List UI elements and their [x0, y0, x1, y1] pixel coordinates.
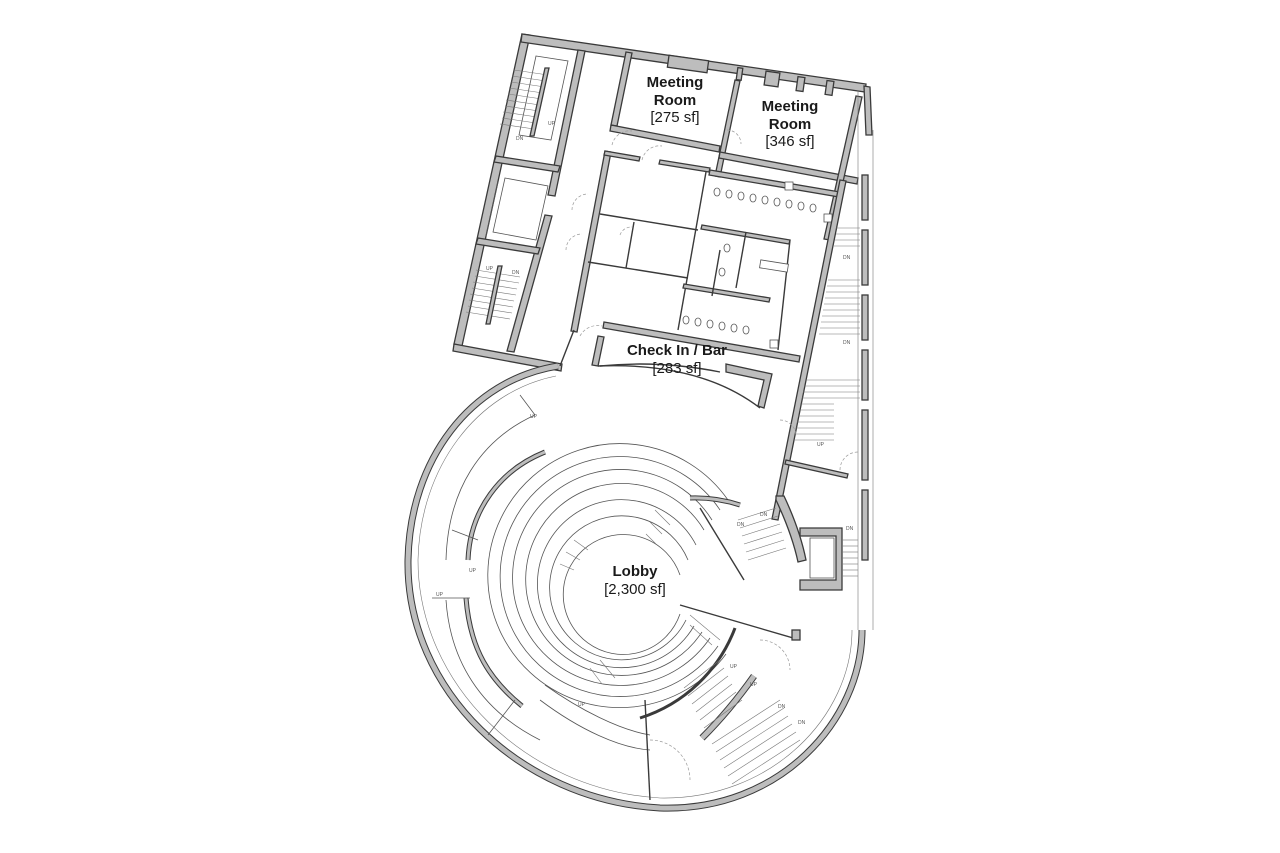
- east-stair-upper: [819, 227, 860, 335]
- stair-tag-up: UP: [578, 702, 585, 708]
- amphitheater-steps: [487, 443, 801, 720]
- meeting-rooms-walls: [609, 51, 863, 241]
- east-stair-mid: [794, 379, 860, 441]
- room-label-meeting-room-2: Meeting Room [346 sf]: [761, 98, 819, 151]
- room-label-meeting-room-1: Meeting Room [275 sf]: [646, 74, 704, 127]
- stair-tag-dn: DN: [737, 522, 745, 528]
- stair-tag-up: UP: [750, 682, 757, 688]
- room-label-lobby: Lobby [2,300 sf]: [604, 563, 666, 598]
- restroom-walls: [682, 169, 841, 351]
- stair-tag-dn: DN: [843, 255, 851, 261]
- stair-tag-up: UP: [486, 266, 493, 272]
- stair-tag-dn: DN: [843, 340, 851, 346]
- stair-tag-dn: DN: [798, 720, 806, 726]
- east-wall: [771, 85, 874, 630]
- stair-tag-dn: DN: [516, 136, 524, 142]
- toilets-bottom: [682, 315, 750, 335]
- stair-tag-up: UP: [436, 592, 443, 598]
- connector-walls: [559, 325, 797, 437]
- stair-tag-up: UP: [817, 442, 824, 448]
- stair-tag-up: UP: [530, 414, 537, 420]
- stair-tag-dn: DN: [760, 512, 768, 518]
- stair-tag-dn: DN: [846, 526, 854, 532]
- ramp-walls: [432, 394, 651, 751]
- room-label-check-in-bar: Check In / Bar [283 sf]: [626, 342, 728, 377]
- central-rooms-walls: [565, 150, 801, 363]
- stair-tag-dn: DN: [778, 704, 786, 710]
- stair-tag-up: UP: [548, 121, 555, 127]
- stair-tag-dn: DN: [512, 270, 520, 276]
- rotunda-outer-wall: [404, 362, 866, 812]
- southeast-stair: [644, 507, 801, 801]
- stair-tag-up: UP: [469, 568, 476, 574]
- stair-tag-up: UP: [730, 664, 737, 670]
- toilets-top: [713, 187, 817, 213]
